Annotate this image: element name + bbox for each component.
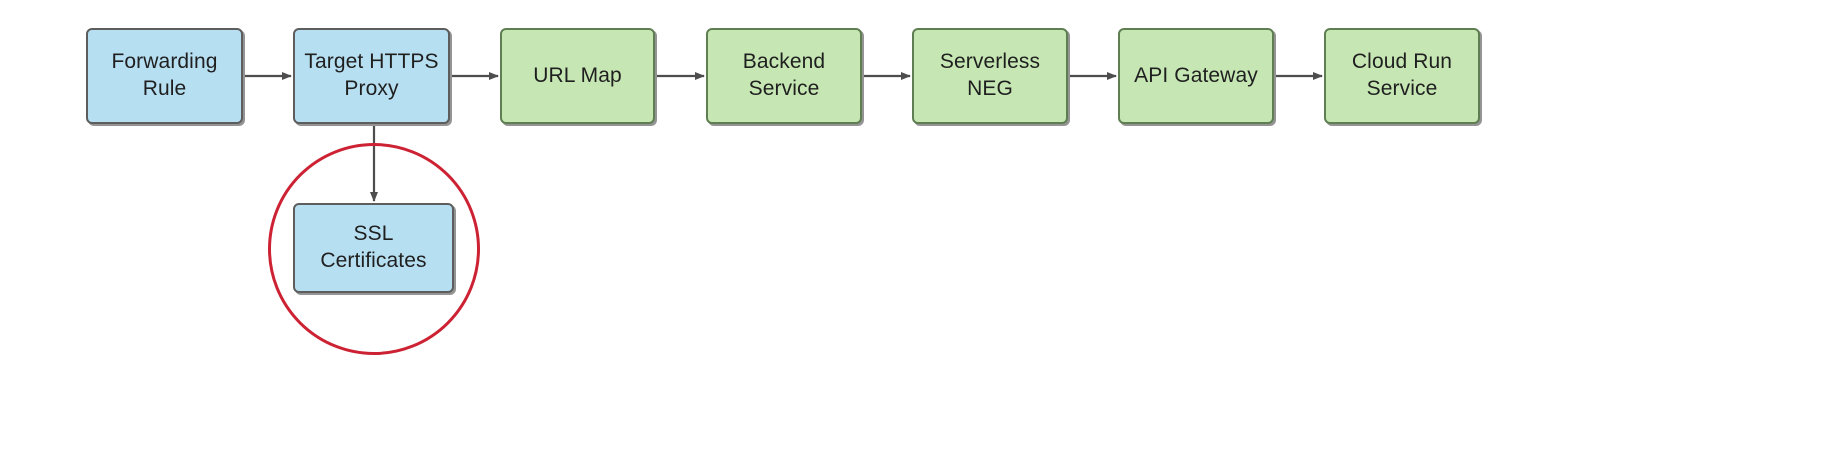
node-cloud-run-service[interactable]: Cloud Run Service [1324, 28, 1480, 124]
node-backend-service[interactable]: Backend Service [706, 28, 862, 124]
node-serverless-neg[interactable]: Serverless NEG [912, 28, 1068, 124]
node-label-target-https-proxy: Target HTTPS Proxy [304, 50, 439, 100]
node-url-map[interactable]: URL Map [500, 28, 655, 124]
node-label-api-gateway: API Gateway [1134, 63, 1258, 87]
highlight-circle-ssl-certificates [268, 143, 480, 355]
node-forwarding-rule[interactable]: Forwarding Rule [86, 28, 243, 124]
node-target-https-proxy[interactable]: Target HTTPS Proxy [293, 28, 450, 124]
node-label-backend-service: Backend Service [742, 50, 826, 100]
node-label-serverless-neg: Serverless NEG [939, 50, 1041, 100]
node-api-gateway[interactable]: API Gateway [1118, 28, 1274, 124]
node-label-forwarding-rule: Forwarding Rule [111, 50, 218, 100]
node-label-cloud-run-service: Cloud Run Service [1351, 50, 1453, 100]
node-label-url-map: URL Map [533, 63, 622, 87]
